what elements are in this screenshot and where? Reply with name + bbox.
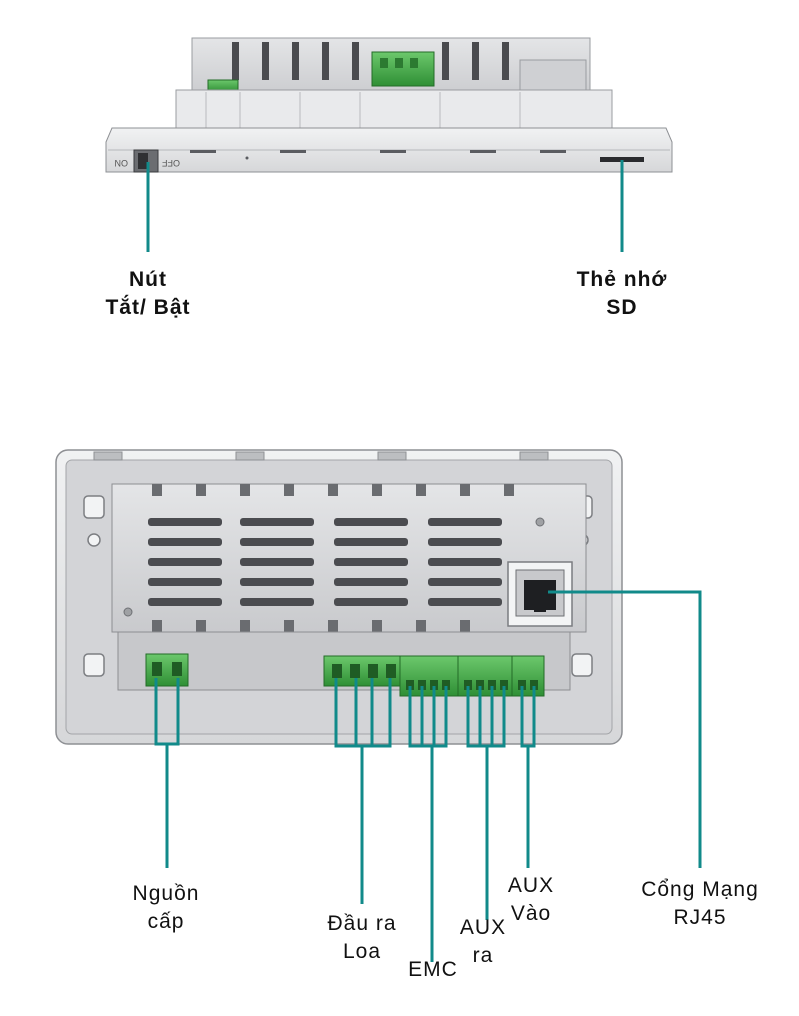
sd-card-label: Thẻ nhớ SD <box>552 266 692 323</box>
top-terminal-block <box>207 51 435 93</box>
aux-out-label: AUX ra <box>448 914 518 971</box>
aux-in-label: AUX Vào <box>494 872 568 929</box>
emc-label-line1: EMC <box>408 958 458 981</box>
speaker-terminal <box>323 655 401 687</box>
sd-card-slot <box>600 157 644 162</box>
emc-label: EMC <box>398 956 468 984</box>
rj45-port <box>507 561 573 627</box>
power-supply-label-line1: Nguồn <box>132 882 200 905</box>
power-terminal <box>145 653 189 687</box>
power-supply-label-line2: cấp <box>147 910 185 934</box>
aux-in-terminal <box>511 655 545 697</box>
sd-card-label-line1: Thẻ nhớ <box>576 268 668 291</box>
rj45-label-line2: RJ45 <box>673 906 727 930</box>
rj45-label: Cổng Mạng RJ45 <box>620 876 780 933</box>
aux-out-label-line2: ra <box>472 944 494 968</box>
rj45-label-line1: Cổng Mạng <box>641 878 759 901</box>
speaker-out-label-line2: Loa <box>342 940 382 964</box>
power-switch-label: Nút Tắt/ Bật <box>88 266 208 323</box>
power-supply-label: Nguồn cấp <box>106 880 226 937</box>
aux-out-label-line1: AUX <box>459 916 507 939</box>
back-callout-lines <box>154 590 702 962</box>
speaker-out-label: Đầu ra Loa <box>300 910 424 967</box>
vent-grid <box>148 518 502 606</box>
emc-terminal <box>399 655 459 697</box>
power-switch-label-line1: Nút <box>129 268 167 291</box>
housing-top-notches <box>152 484 514 496</box>
power-switch: ON OFF <box>115 149 180 173</box>
top-callout-lines <box>146 160 624 252</box>
speaker-out-label-line1: Đầu ra <box>327 912 397 935</box>
switch-off-text: OFF <box>162 158 180 168</box>
top-view-device: ON OFF <box>105 37 673 173</box>
top-vent-slots <box>232 42 509 80</box>
housing-bottom-notches <box>152 620 470 632</box>
sd-card-label-line2: SD <box>606 296 638 320</box>
power-switch-label-line2: Tắt/ Bật <box>105 296 191 320</box>
aux-in-label-line2: Vào <box>510 902 552 926</box>
back-view-device <box>55 449 623 745</box>
aux-in-label-line1: AUX <box>507 874 555 897</box>
switch-on-text: ON <box>115 158 129 168</box>
frame-slots <box>190 150 566 160</box>
